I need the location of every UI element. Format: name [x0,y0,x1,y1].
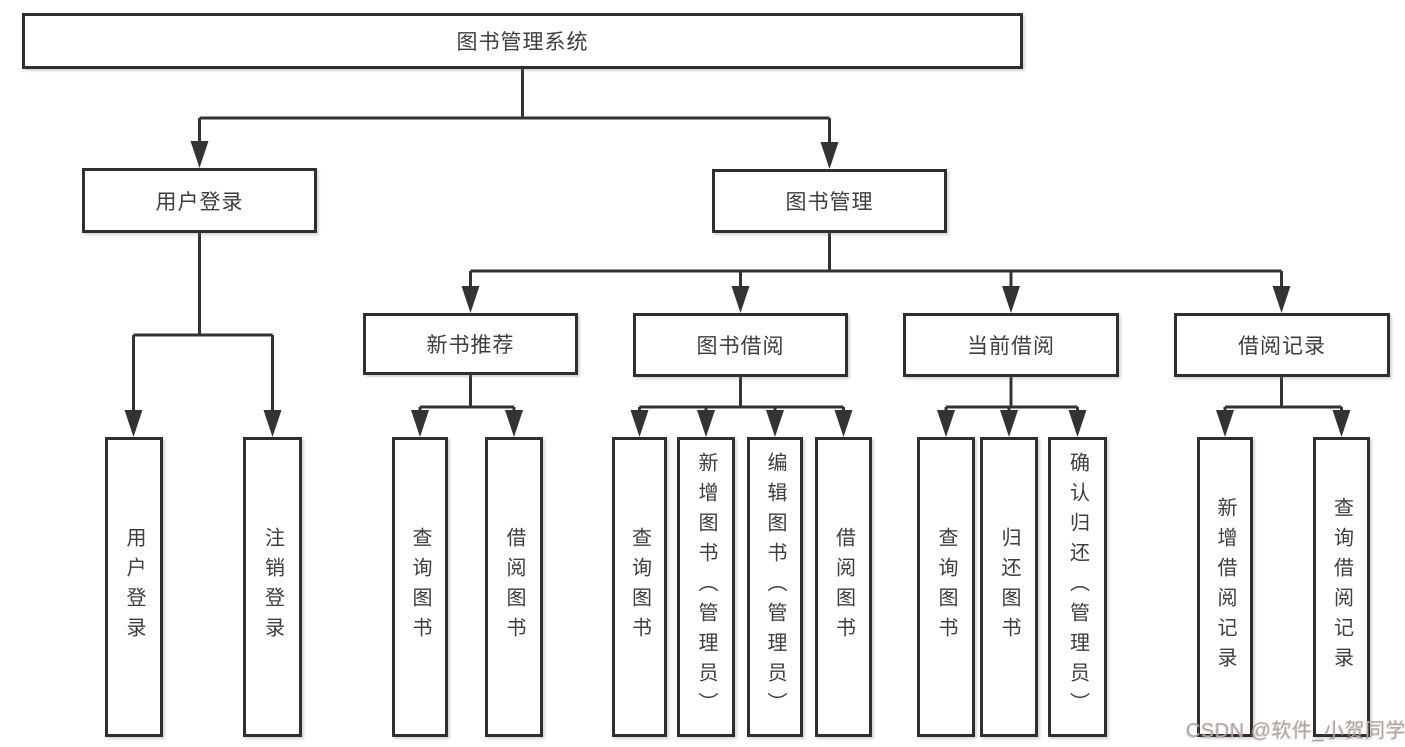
arrowheads [124,141,1351,437]
node-label: 用户登录 [155,190,244,214]
node-label: 图书借阅 [696,335,785,358]
leaf-current-query-books: 查询图书 [917,437,975,737]
leaf-label: 用户登录 [123,527,145,647]
leaf-label: 借阅图书 [503,527,525,647]
leaf-logout: 注销登录 [243,437,302,737]
leaf-label: 归还图书 [998,527,1020,647]
node-label: 借阅记录 [1238,335,1326,358]
node-label: 图书管理 [785,191,874,214]
leaf-label: 新增图书（管理员） [695,452,717,722]
node-current-borrowing: 当前借阅 [903,313,1119,377]
leaf-current-confirm-return-admin: 确认归还（管理员） [1048,437,1107,737]
node-book-borrowing: 图书借阅 [633,313,848,377]
leaf-label: 新增借阅记录 [1214,497,1236,677]
leaf-current-return-books: 归还图书 [980,437,1038,737]
leaf-borrowing-add-books-admin: 新增图书（管理员） [677,437,735,737]
leaf-label: 查询图书 [409,527,431,647]
leaf-label: 查询借阅记录 [1330,497,1353,677]
leaf-borrowing-query-books: 查询图书 [612,437,667,737]
node-label: 新书推荐 [426,334,515,357]
csdn-watermark: CSDN @软件_小贺同学 [1186,720,1405,742]
leaf-borrowing-borrow-books: 借阅图书 [815,437,872,737]
leaf-recommend-borrow-books: 借阅图书 [485,437,543,737]
leaf-label: 编辑图书（管理员） [764,452,786,722]
leaf-recommend-query-books: 查询图书 [392,437,448,737]
node-borrowing-records: 借阅记录 [1174,313,1390,377]
node-label: 当前借阅 [967,335,1055,358]
leaf-label: 借阅图书 [832,527,855,647]
leaf-label: 注销登录 [261,527,284,647]
leaf-records-query-record: 查询借阅记录 [1313,437,1370,737]
node-label: 图书管理系统 [456,31,589,54]
leaf-records-add-record: 新增借阅记录 [1197,437,1253,737]
leaf-user-login: 用户登录 [105,437,163,737]
leaf-label: 查询图书 [935,527,957,647]
leaf-label: 查询图书 [628,527,651,647]
node-new-book-recommend: 新书推荐 [363,313,578,375]
node-user-login: 用户登录 [82,168,317,233]
node-library-management-system: 图书管理系统 [22,13,1023,69]
node-book-management: 图书管理 [712,169,947,233]
leaf-label: 确认归还（管理员） [1066,452,1089,722]
leaf-borrowing-edit-books-admin: 编辑图书（管理员） [747,437,803,737]
